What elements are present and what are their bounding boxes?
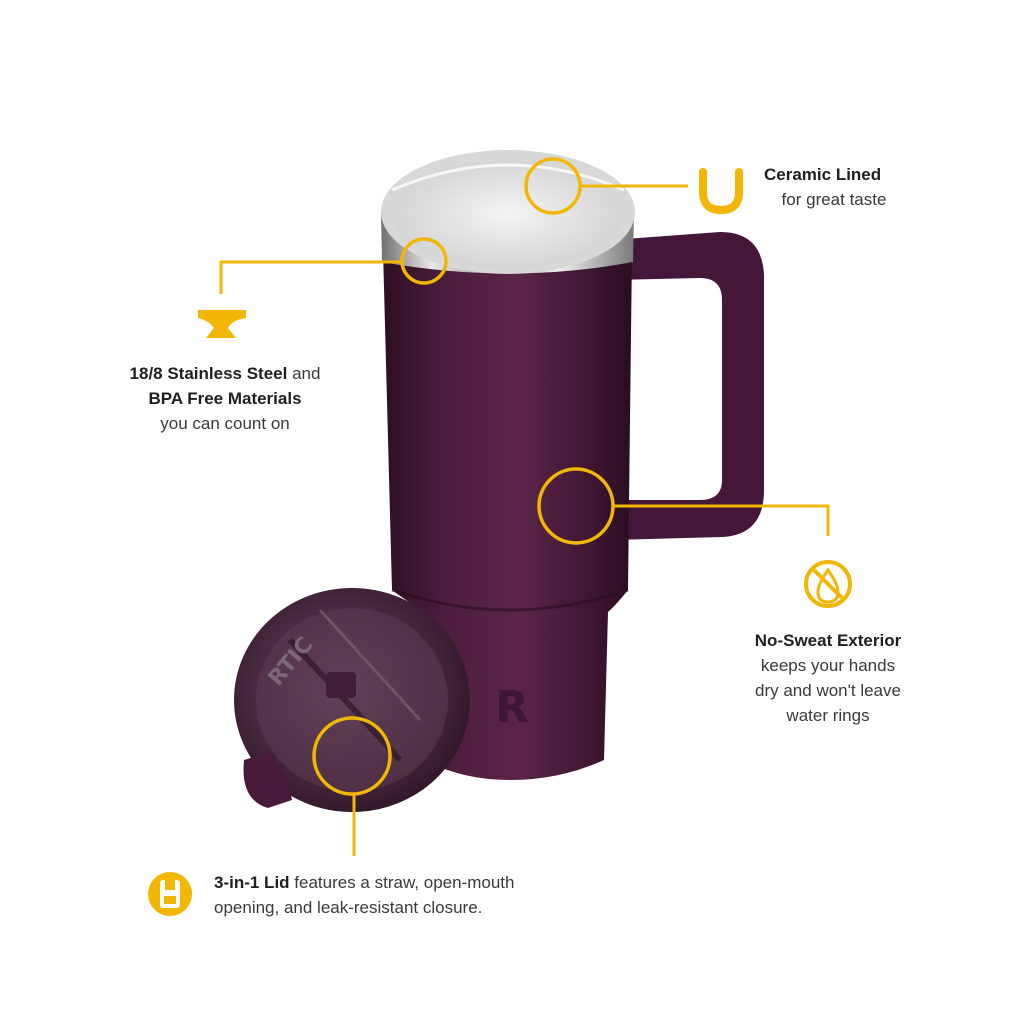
lid-text-1: features a straw, open-mouth	[289, 873, 515, 892]
sweat-line-1: keeps your hands	[760, 656, 896, 675]
steel-title: 18/8 Stainless Steel	[129, 364, 288, 383]
sweat-line-2: dry and won't leave	[755, 681, 901, 700]
ceramic-callout-circle	[524, 157, 582, 215]
bpa-title: BPA Free Materials	[148, 389, 302, 408]
no-sweat-callout: No-Sweat Exterior keeps your hands dry a…	[728, 628, 928, 728]
steel-callout-circle	[400, 237, 448, 285]
steel-rim	[381, 150, 635, 274]
callout-circles	[312, 157, 615, 796]
tumbler-handle	[612, 232, 764, 540]
sweat-line-3: water rings	[786, 706, 870, 725]
tumbler-lid: RTIC	[234, 588, 470, 812]
anvil-icon	[198, 310, 246, 338]
lid-callout: 3-in-1 Lid features a straw, open-mouth …	[214, 870, 594, 920]
sweat-callout-circle	[537, 467, 615, 545]
lid-icon	[148, 872, 192, 916]
sweat-title: No-Sweat Exterior	[754, 631, 902, 650]
steel-and-text: and	[287, 364, 321, 383]
steel-desc: you can count on	[160, 414, 290, 433]
no-sweat-drop-icon	[804, 560, 852, 608]
ceramic-desc: for great taste	[781, 190, 887, 209]
lid-title: 3-in-1 Lid	[214, 873, 290, 892]
svg-text:R: R	[495, 682, 529, 733]
ceramic-title: Ceramic Lined	[764, 165, 882, 184]
ceramic-u-icon	[699, 168, 743, 215]
lid-text-2: opening, and leak-resistant closure.	[214, 898, 483, 917]
callout-lines	[219, 184, 830, 856]
lid-callout-circle	[312, 716, 392, 796]
ceramic-lined-callout: Ceramic Lined for great taste	[764, 162, 904, 212]
stainless-steel-callout: 18/8 Stainless Steel and BPA Free Materi…	[100, 361, 350, 436]
